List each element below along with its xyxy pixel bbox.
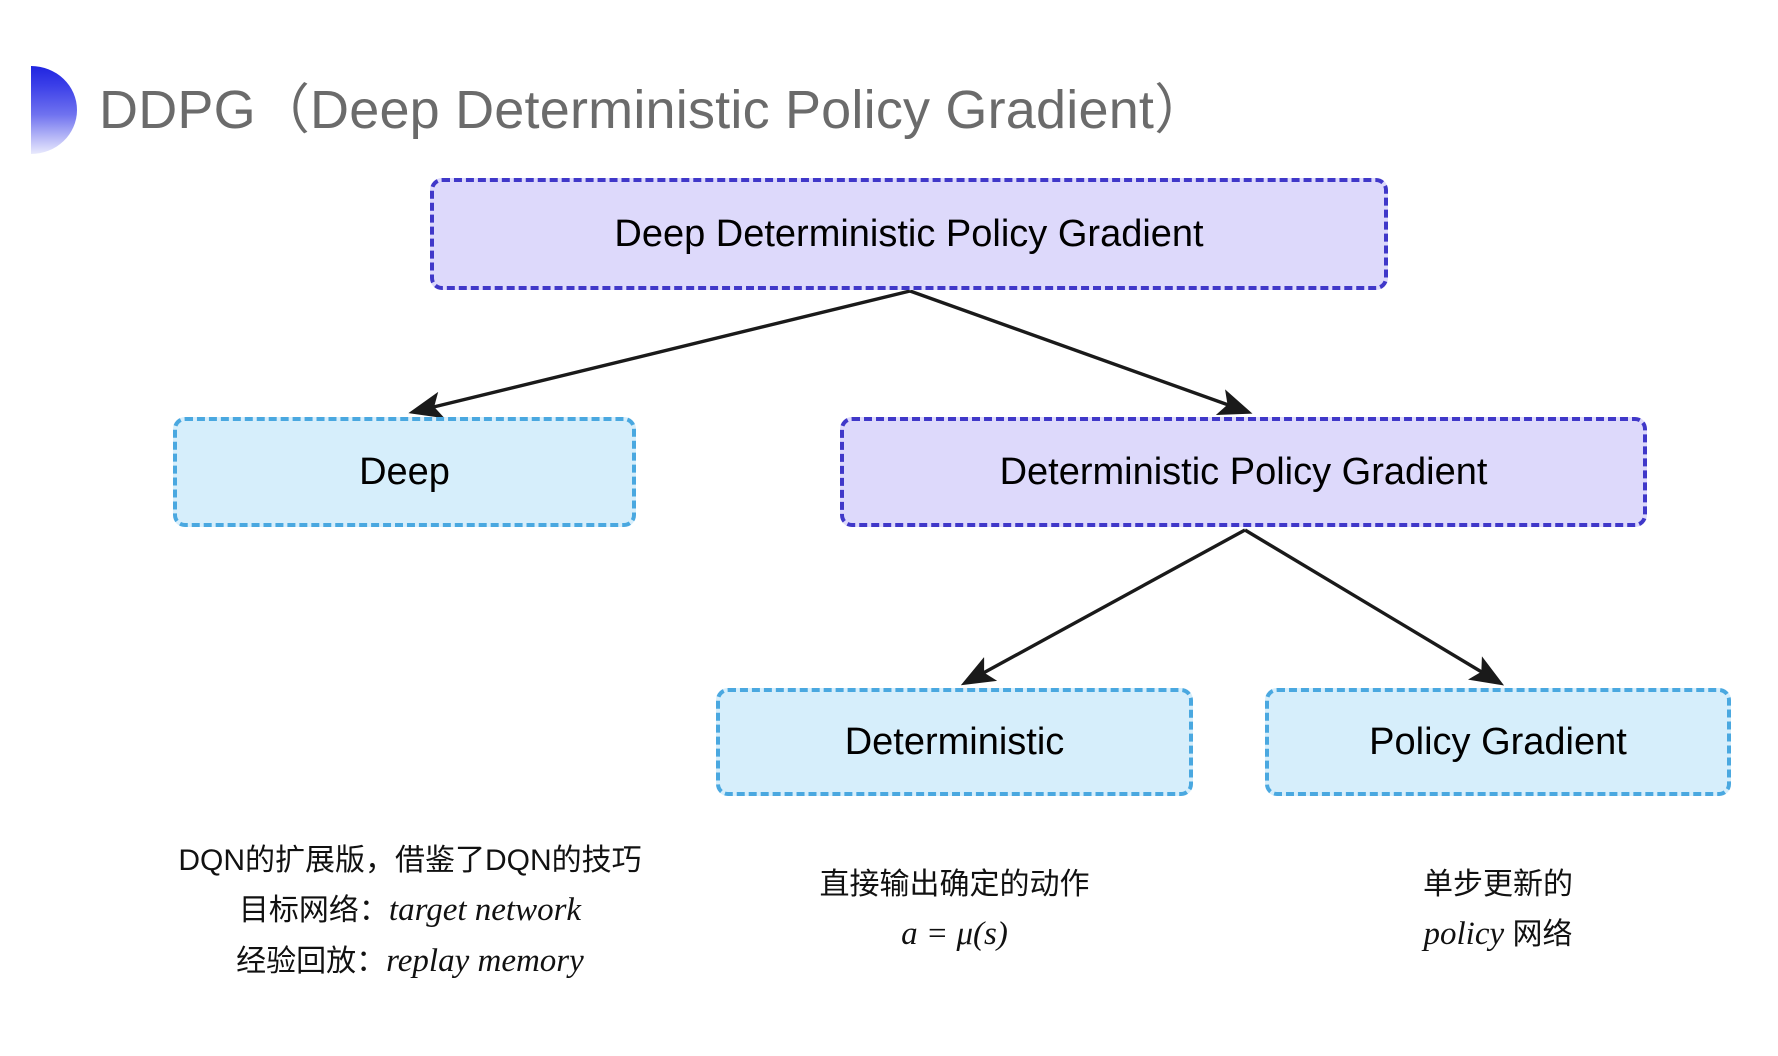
title-bullet-icon [31,66,77,154]
node-label: Deterministic Policy Gradient [999,450,1488,493]
node-label: Deterministic [844,720,1065,763]
caption-policy-gradient: 单步更新的 policy 网络 [1265,862,1731,960]
edge-root-to-deep [408,289,911,419]
node-label: Policy Gradient [1369,720,1627,763]
node-policy-gradient[interactable]: Policy Gradient [1265,688,1731,796]
caption-deep-line-2: 目标网络：target network [150,885,670,936]
caption-deep-line-1: DQN的扩展版，借鉴了DQN的技巧 [178,844,642,877]
node-deep-deterministic-policy-gradient[interactable]: Deep Deterministic Policy Gradient [430,178,1388,290]
caption-deep-line-3-label: 经验回放： [236,944,387,978]
slide-title-row: DDPG（Deep Deterministic Policy Gradient） [0,60,1208,160]
caption-policy-gradient-line-1: 单步更新的 [1423,868,1573,901]
page-title: DDPG（Deep Deterministic Policy Gradient） [99,79,1209,140]
caption-deterministic-formula: a = μ(s) [901,915,1008,952]
node-deep[interactable]: Deep [173,417,636,527]
edge-dpg-to-policy-gradient [1244,528,1505,686]
caption-deep-line-2-label: 目标网络： [238,893,389,927]
caption-deterministic: 直接输出确定的动作 a = μ(s) [716,862,1193,960]
caption-policy-gradient-line-2: policy 网络 [1265,909,1731,960]
caption-policy-gradient-rest: 网络 [1504,917,1573,951]
edge-root-to-dpg [909,289,1253,415]
edge-dpg-to-deterministic [960,528,1246,686]
caption-deep: DQN的扩展版，借鉴了DQN的技巧 目标网络：target network 经验… [150,838,670,987]
caption-policy-gradient-term: policy [1423,915,1505,952]
node-deterministic-policy-gradient[interactable]: Deterministic Policy Gradient [840,417,1647,527]
caption-deterministic-line-1: 直接输出确定的动作 [819,868,1090,901]
caption-deep-line-2-term: target network [388,891,582,928]
caption-deep-line-3-term: replay memory [386,942,584,979]
caption-deep-line-3: 经验回放：replay memory [150,936,670,987]
node-label: Deep Deterministic Policy Gradient [614,212,1204,255]
node-deterministic[interactable]: Deterministic [716,688,1193,796]
node-label: Deep [359,450,450,493]
